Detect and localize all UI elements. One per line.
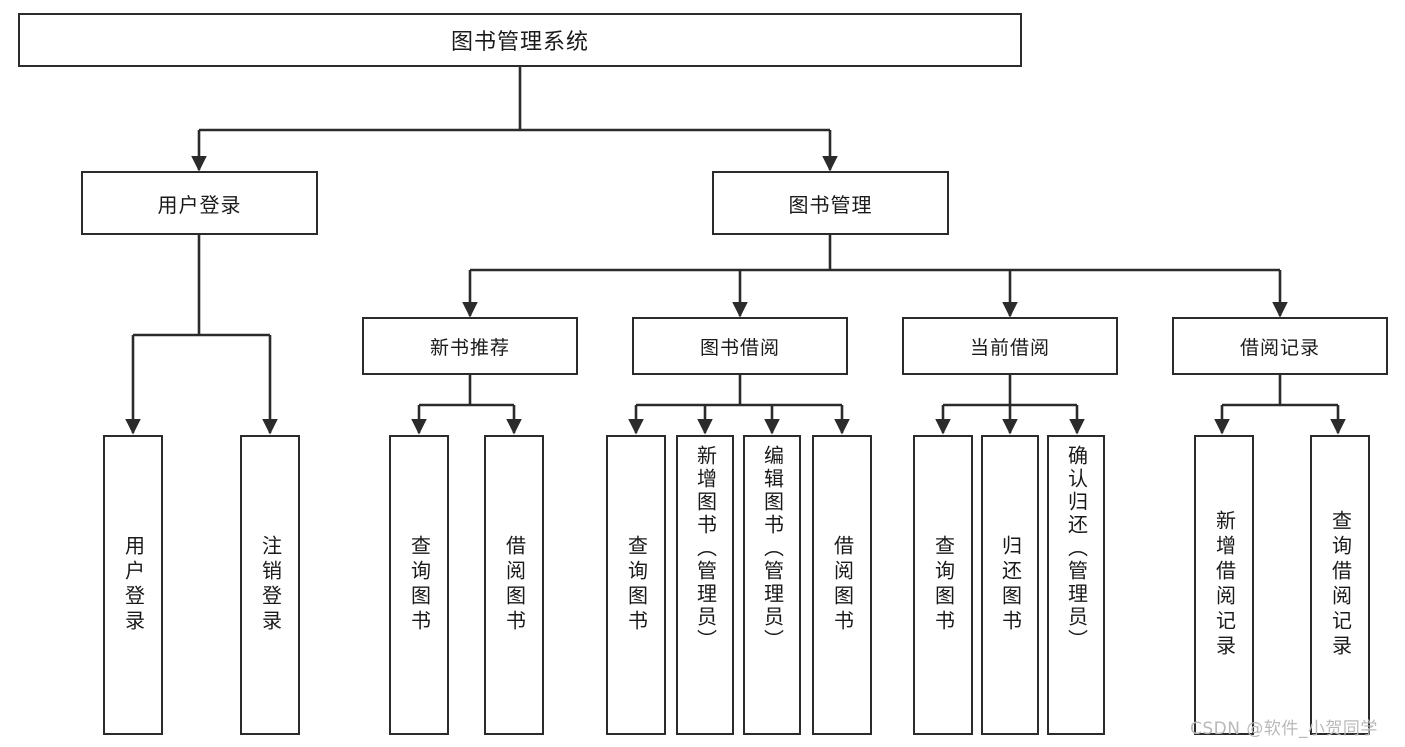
node-label: 确认归还（管理员） xyxy=(1064,445,1089,652)
node-label: 图书管理系统 xyxy=(450,30,589,55)
leaf-borrow-book-edit-book-admin[interactable]: 编辑图书（管理员） xyxy=(743,435,801,735)
leaf-borrow-book-query-books[interactable]: 查询图书 xyxy=(606,435,666,735)
node-label: 查询图书 xyxy=(931,535,956,635)
node-label: 新书推荐 xyxy=(429,336,510,359)
node-label: 查询图书 xyxy=(407,535,432,635)
node-book-management[interactable]: 图书管理 xyxy=(712,171,949,235)
leaf-borrow-book-borrow-books[interactable]: 借阅图书 xyxy=(812,435,872,735)
node-label: 注销登录 xyxy=(258,535,283,635)
csdn-watermark: CSDN @软件_小贺同学 xyxy=(1190,719,1378,739)
leaf-current-borrow-query-books[interactable]: 查询图书 xyxy=(913,435,973,735)
node-label: 借阅图书 xyxy=(830,535,855,635)
node-label: 编辑图书（管理员） xyxy=(760,445,785,652)
leaf-borrow-record-add-record[interactable]: 新增借阅记录 xyxy=(1194,435,1254,735)
node-label: 归还图书 xyxy=(998,535,1023,635)
node-book-borrowing[interactable]: 图书借阅 xyxy=(632,317,848,375)
node-label: 用户登录 xyxy=(157,192,242,217)
node-user-login[interactable]: 用户登录 xyxy=(81,171,318,235)
node-label: 借阅图书 xyxy=(502,535,527,635)
leaf-new-book-borrow-books[interactable]: 借阅图书 xyxy=(484,435,544,735)
node-label: 查询图书 xyxy=(624,535,649,635)
leaf-borrow-book-add-book-admin[interactable]: 新增图书（管理员） xyxy=(676,435,734,735)
node-borrowing-record[interactable]: 借阅记录 xyxy=(1172,317,1388,375)
node-current-borrowing[interactable]: 当前借阅 xyxy=(902,317,1118,375)
node-label: 新增图书（管理员） xyxy=(693,445,718,652)
leaf-new-book-query-books[interactable]: 查询图书 xyxy=(389,435,449,735)
node-label: 新增借阅记录 xyxy=(1212,510,1237,660)
leaf-user-login-logout[interactable]: 注销登录 xyxy=(240,435,300,735)
leaf-current-borrow-confirm-return-admin[interactable]: 确认归还（管理员） xyxy=(1047,435,1105,735)
node-label: 借阅记录 xyxy=(1239,336,1320,359)
node-label: 查询借阅记录 xyxy=(1328,510,1353,660)
node-label: 用户登录 xyxy=(121,535,146,635)
node-new-book-recommendation[interactable]: 新书推荐 xyxy=(362,317,578,375)
leaf-current-borrow-return-books[interactable]: 归还图书 xyxy=(981,435,1039,735)
leaf-user-login-login[interactable]: 用户登录 xyxy=(103,435,163,735)
node-label: 图书管理 xyxy=(788,192,873,217)
leaf-borrow-record-query-record[interactable]: 查询借阅记录 xyxy=(1310,435,1370,735)
node-root-book-management-system[interactable]: 图书管理系统 xyxy=(18,13,1022,67)
node-label: 图书借阅 xyxy=(699,336,780,359)
node-label: 当前借阅 xyxy=(969,336,1050,359)
